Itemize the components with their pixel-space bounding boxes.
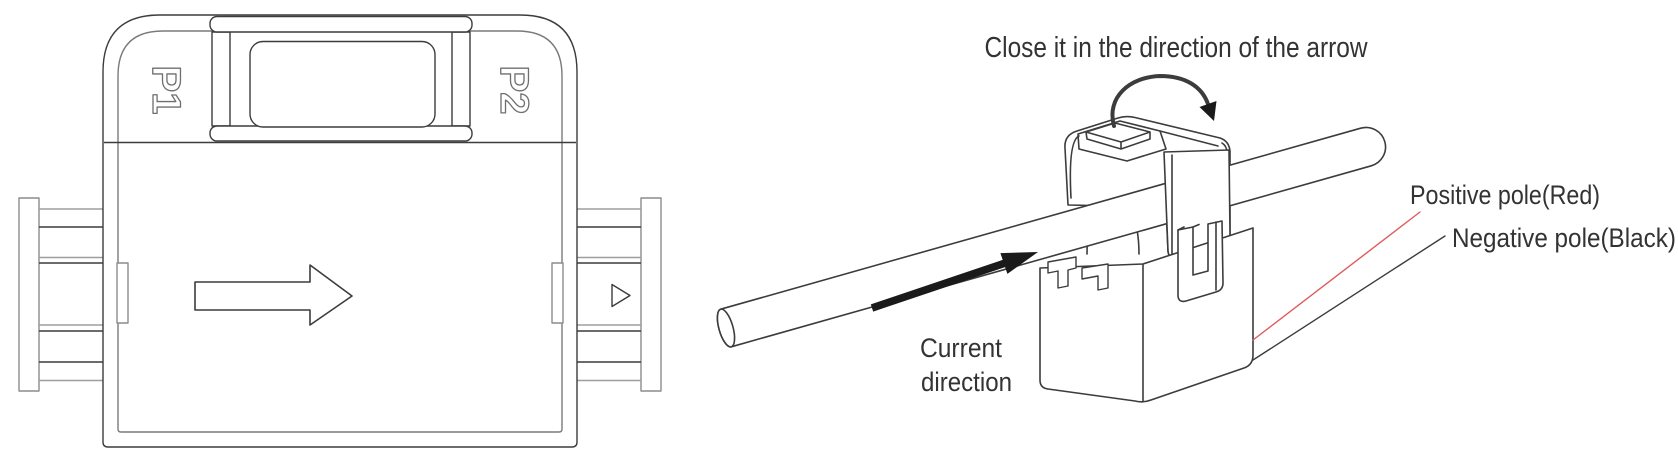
rotate-close-arrow-icon — [1110, 74, 1217, 128]
latch-bottom-bar — [209, 125, 473, 142]
negative-leader-line — [1252, 235, 1446, 361]
instruction-label: Close it in the direction of the arrow — [985, 32, 1369, 64]
ct-top-view: P1 P2 — [18, 14, 662, 448]
positive-leader-line — [1252, 211, 1421, 341]
p2-label: P2 — [492, 66, 536, 115]
latch-right-web — [451, 31, 471, 127]
lid-top-inset — [1077, 120, 1167, 162]
lid-latch-tab — [1085, 122, 1151, 150]
wire-end-cap — [716, 308, 736, 348]
body-inner-outline — [117, 30, 563, 433]
right-mount-tab — [577, 197, 662, 392]
left-mount-tab — [18, 197, 103, 392]
right-mount-ridges — [577, 208, 641, 382]
latch-clip — [1177, 220, 1224, 303]
latch-top-bar — [209, 15, 473, 33]
left-mount-ridges — [39, 208, 103, 382]
left-notch — [116, 262, 129, 324]
latch-assembly — [209, 15, 473, 142]
current-direction-arrow-icon — [870, 252, 1038, 312]
ct-iso-view: Close it in the direction of the arrow C… — [716, 32, 1676, 403]
right-notch — [551, 262, 564, 324]
current-label-line2: direction — [921, 367, 1012, 397]
cable-hooks — [1047, 256, 1109, 291]
latch-left-web — [211, 31, 231, 127]
current-label-line1: Current — [920, 333, 1002, 363]
flow-direction-arrow-icon — [194, 264, 353, 326]
p1-label: P1 — [144, 66, 188, 115]
negative-pole-label: Negative pole(Black) — [1452, 223, 1676, 253]
label-window — [249, 40, 436, 128]
output-triangle-icon — [611, 283, 631, 308]
positive-pole-label: Positive pole(Red) — [1410, 180, 1600, 210]
